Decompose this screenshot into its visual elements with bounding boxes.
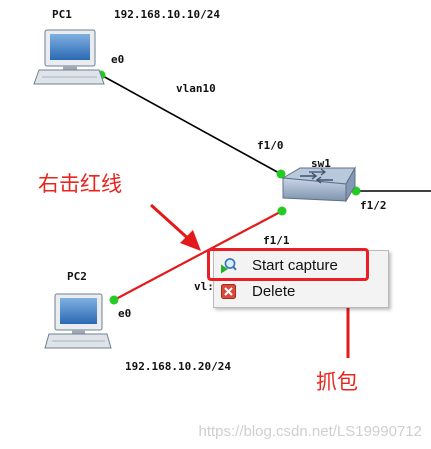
link-pc2-sw1-selected[interactable] <box>113 210 283 301</box>
sw1-port-top-label: f1/0 <box>257 139 284 152</box>
link-context-menu: Start capture Delete <box>213 250 389 308</box>
link-status-dot <box>277 206 287 216</box>
pc1-ip-label: 192.168.10.10/24 <box>114 8 220 21</box>
pc1-computer-icon[interactable] <box>33 29 105 85</box>
link-pc1-sw1[interactable] <box>100 74 282 175</box>
sw1-switch-icon[interactable] <box>281 166 356 203</box>
pc2-ip-label: 192.168.10.20/24 <box>125 360 231 373</box>
annotation-arrow-to-link <box>149 203 201 251</box>
magnifier-play-icon <box>221 258 237 274</box>
link-status-dot <box>276 169 286 179</box>
capture-hint-annotation: 抓包 <box>316 370 358 394</box>
sw1-name-label: sw1 <box>311 157 331 170</box>
menu-item-label: Start capture <box>252 257 338 274</box>
sw1-port-bottom-label: f1/1 <box>263 234 290 247</box>
pc2-iface-label: e0 <box>118 307 132 320</box>
menu-item-label: Delete <box>252 283 296 300</box>
watermark: https://blog.csdn.net/LS19990712 <box>198 423 422 440</box>
pc2-name-label: PC2 <box>67 270 87 283</box>
pc2-computer-icon[interactable] <box>44 293 112 349</box>
menu-item-start-capture[interactable]: Start capture <box>215 253 387 278</box>
delete-x-icon <box>221 284 236 299</box>
menu-item-delete[interactable]: Delete <box>215 279 387 304</box>
link-status-dot <box>109 295 119 305</box>
link-vlan-label-partial: vl: <box>194 280 214 293</box>
pc1-name-label: PC1 <box>52 8 72 21</box>
link-vlan-label: vlan10 <box>176 82 216 95</box>
right-click-hint-annotation: 右击红线 <box>38 172 122 196</box>
sw1-port-right-label: f1/2 <box>360 199 387 212</box>
pc1-iface-label: e0 <box>111 53 125 66</box>
